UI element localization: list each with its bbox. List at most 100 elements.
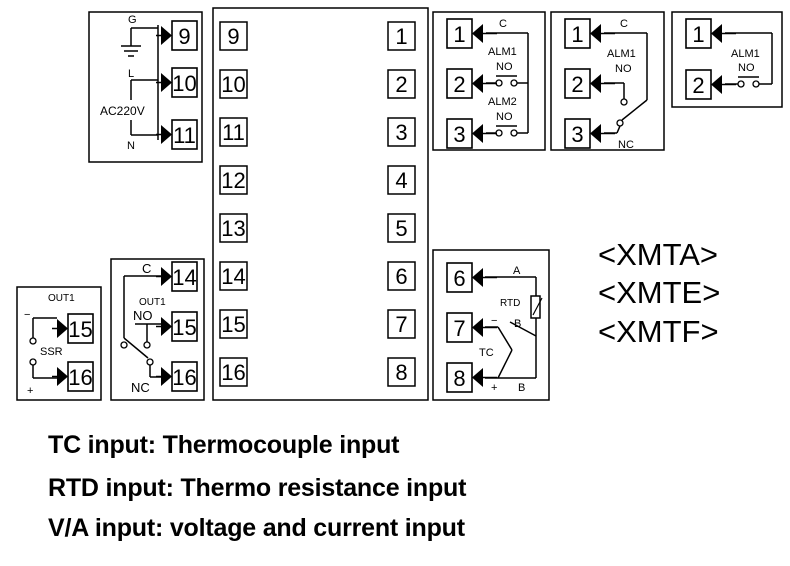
out1-label: OUT1 [48, 293, 75, 304]
alarm-box-dual: C ALM1 NO ALM2 NO 1 2 3 [432, 11, 546, 151]
neutral-label: N [127, 140, 135, 152]
terminal-number: 16 [221, 360, 245, 385]
a-label: A [513, 265, 521, 277]
terminal-number: 15 [221, 312, 245, 337]
alm1-label: ALM1 [731, 48, 760, 60]
main-terminal-block [212, 7, 429, 401]
model-label: <XMTF> [598, 314, 719, 349]
terminal-number: 3 [453, 122, 465, 147]
terminal-number: 10 [172, 71, 196, 96]
legend-line: RTD input: Thermo resistance input [48, 474, 467, 502]
terminal-number: 13 [221, 216, 245, 241]
terminal: 8 [446, 362, 497, 393]
left-terminal-column: 9 10 11 12 13 14 15 16 [219, 21, 248, 387]
terminal-box [387, 165, 416, 195]
terminal-number: 11 [173, 123, 196, 148]
terminal-box [387, 213, 416, 243]
ground-label: G [128, 14, 137, 26]
terminal-box [219, 21, 248, 51]
terminal: 10 [156, 67, 198, 98]
terminal-number: 16 [172, 365, 196, 390]
plus-label: + [491, 382, 497, 394]
terminal-box [219, 357, 248, 387]
terminal: 9 [156, 20, 198, 51]
terminal-box [219, 261, 248, 291]
terminal: 16 [52, 361, 94, 392]
terminal: 3 [564, 118, 615, 149]
terminal: 15 [52, 313, 94, 344]
terminal: 16 [156, 361, 198, 392]
ssr-label: SSR [40, 346, 63, 358]
terminal: 2 [446, 68, 497, 99]
legend-line: TC input: Thermocouple input [48, 431, 400, 459]
terminal-number: 11 [222, 120, 245, 145]
terminal: 1 [446, 18, 497, 49]
terminal-box [387, 117, 416, 147]
alm2-label: ALM2 [488, 96, 517, 108]
terminal-number: 10 [221, 72, 245, 97]
terminal-number: 4 [395, 168, 407, 193]
terminal-number: 2 [692, 73, 704, 98]
terminal-box [387, 261, 416, 291]
terminal: 11 [156, 119, 198, 150]
terminal-number: 8 [395, 360, 407, 385]
terminal-number: 1 [395, 24, 407, 49]
model-label: <XMTA> [598, 237, 718, 272]
terminal: 1 [564, 18, 615, 49]
sensor-input-box: A RTD − B TC + B 678 [432, 249, 550, 401]
no-label: NO [738, 62, 755, 74]
out1-label: OUT1 [139, 297, 166, 308]
terminal-number: 14 [172, 265, 196, 290]
no-label: NO [496, 61, 513, 73]
terminal-box [387, 357, 416, 387]
terminal: 6 [446, 262, 497, 293]
b-label: B [514, 318, 521, 330]
terminal-box [219, 165, 248, 195]
terminal-number: 9 [227, 24, 239, 49]
alarm-box-single: ALM1 NO 1 2 [671, 11, 783, 108]
terminal-number: 7 [453, 316, 465, 341]
terminal-number: 3 [571, 122, 583, 147]
legend-line: V/A input: voltage and current input [48, 514, 465, 542]
no-label: NO [496, 111, 513, 123]
terminal-box [387, 69, 416, 99]
tc-label: TC [479, 347, 494, 359]
ssr-output-box: OUT1 − SSR + 15 16 [16, 286, 102, 401]
terminal-number: 2 [395, 72, 407, 97]
terminal: 14 [156, 261, 198, 292]
terminal-number: 1 [453, 22, 465, 47]
terminal: 15 [156, 311, 198, 342]
common-label: C [142, 261, 151, 276]
no-label: NO [133, 308, 153, 323]
terminal: 1 [685, 18, 736, 49]
minus-label: − [24, 309, 30, 321]
alm1-label: ALM1 [488, 46, 517, 58]
terminal-number: 3 [395, 120, 407, 145]
terminal: 3 [446, 118, 497, 149]
terminal-number: 1 [571, 22, 583, 47]
terminal-box [387, 21, 416, 51]
terminal-number: 6 [395, 264, 407, 289]
nc-label: NC [618, 139, 634, 151]
no-label: NO [615, 63, 632, 75]
terminal: 2 [564, 68, 615, 99]
rtd-label: RTD [500, 298, 520, 309]
terminal: 2 [685, 69, 736, 100]
terminal-box [219, 213, 248, 243]
terminal-number: 8 [453, 366, 465, 391]
terminal-number: 5 [395, 216, 407, 241]
terminal-number: 14 [221, 264, 245, 289]
b-label: B [518, 382, 525, 394]
terminal-number: 12 [221, 168, 245, 193]
common-label: C [499, 18, 507, 30]
terminal-number: 6 [453, 266, 465, 291]
alarm-box-changeover: C ALM1 NO NC 123 [550, 11, 665, 151]
plus-label: + [27, 385, 33, 397]
terminal-number: 1 [692, 22, 704, 47]
live-label: L [128, 68, 134, 80]
terminal-box [219, 69, 248, 99]
